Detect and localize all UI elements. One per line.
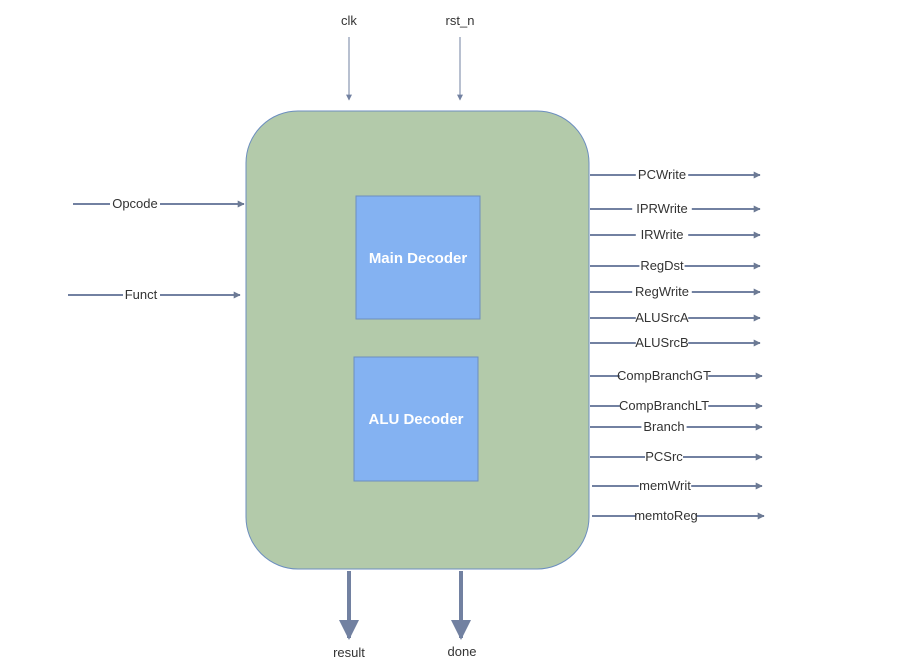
clk-label: clk: [341, 13, 357, 28]
output-label-bg: [638, 478, 692, 493]
output-label: PCSrc: [645, 449, 683, 464]
output-pcsrc: PCSrc: [590, 449, 763, 464]
output-label-bg: [632, 284, 692, 299]
funct-label-bg: [123, 287, 160, 303]
output-label: Branch: [643, 419, 684, 434]
output-label-bg: [635, 335, 689, 350]
output-label: IRWrite: [641, 227, 684, 242]
rst-n-signal: rst_n: [446, 13, 475, 101]
output-memtoreg: memtoReg: [592, 508, 765, 523]
output-label: CompBranchGT: [617, 368, 711, 383]
opcode-label: Opcode: [112, 196, 158, 211]
output-label: IPRWrite: [636, 201, 688, 216]
opcode-label-bg: [110, 196, 160, 212]
output-label-bg: [645, 449, 683, 464]
output-regwrite: RegWrite: [590, 284, 761, 299]
output-irwrite: IRWrite: [590, 227, 761, 242]
output-label: ALUSrcB: [635, 335, 688, 350]
output-alusrca: ALUSrcA: [590, 310, 761, 325]
main-decoder-label: Main Decoder: [369, 250, 468, 267]
output-label-bg: [635, 167, 689, 182]
funct-label: Funct: [125, 287, 158, 302]
done-output: done: [448, 571, 477, 659]
output-branch: Branch: [590, 419, 763, 434]
control-signal-outputs: PCWriteIPRWriteIRWriteRegDstRegWriteALUS…: [590, 167, 765, 523]
controller-block: [245, 110, 590, 570]
alu-decoder-rect: [353, 356, 479, 482]
main-decoder-block: Main Decoder: [355, 195, 481, 320]
output-label-bg: [639, 258, 685, 273]
output-label-bg: [641, 419, 687, 434]
output-label: RegDst: [640, 258, 684, 273]
output-label-bg: [635, 227, 689, 242]
alu-decoder-block: ALU Decoder: [353, 356, 479, 482]
output-label-bg: [636, 508, 696, 523]
output-label: memtoReg: [634, 508, 698, 523]
output-memwrit: memWrit: [592, 478, 763, 493]
done-label: done: [448, 644, 477, 659]
output-label: RegWrite: [635, 284, 689, 299]
output-compbranchgt: CompBranchGT: [590, 368, 763, 383]
result-output: result: [333, 571, 365, 660]
rst-n-label: rst_n: [446, 13, 475, 28]
output-pcwrite: PCWrite: [590, 167, 761, 182]
opcode-input: Opcode: [73, 196, 245, 212]
clk-signal: clk: [341, 13, 357, 101]
output-label: ALUSrcA: [635, 310, 689, 325]
main-decoder-rect: [355, 195, 481, 320]
output-label-bg: [635, 310, 689, 325]
output-label: CompBranchLT: [619, 398, 709, 413]
result-label: result: [333, 645, 365, 660]
funct-input: Funct: [68, 287, 241, 303]
output-compbranchlt: CompBranchLT: [590, 398, 763, 413]
output-label: memWrit: [639, 478, 691, 493]
output-label-bg: [632, 201, 692, 216]
alu-decoder-label: ALU Decoder: [368, 411, 463, 428]
output-label-bg: [619, 398, 709, 413]
output-iprwrite: IPRWrite: [590, 201, 761, 216]
output-label-bg: [619, 368, 709, 383]
output-regdst: RegDst: [590, 258, 761, 273]
output-alusrcb: ALUSrcB: [590, 335, 761, 350]
output-label: PCWrite: [638, 167, 686, 182]
